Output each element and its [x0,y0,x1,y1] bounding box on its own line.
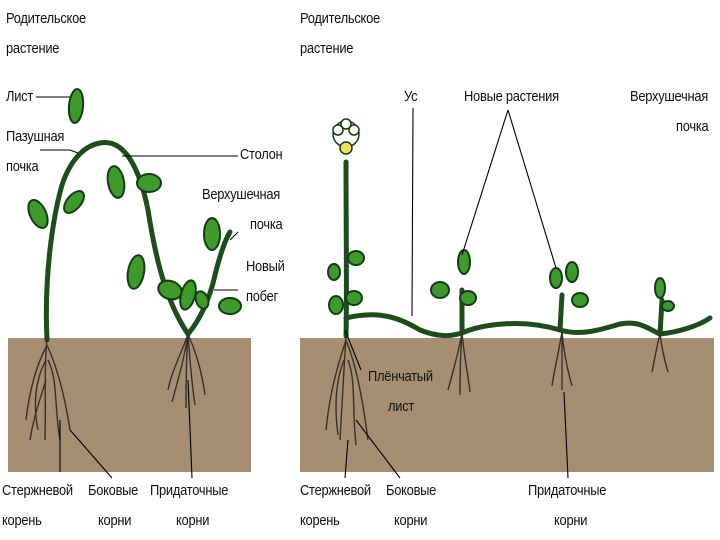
leaf [204,218,220,250]
leaf [655,278,665,298]
left-parent-plant-label-line1: Родительское [6,10,86,28]
leaf [346,291,362,305]
left-lateral-roots-label-line2: корни [98,512,131,530]
leaf [60,188,87,217]
axillary-bud-label-line1: Пазушная [6,128,64,146]
left-tap-root-label-line1: Стержневой [2,482,73,500]
left-lateral-roots-label-line1: Боковые [88,482,138,500]
right-apical-bud-label-line1: Верхушечная [630,88,708,106]
leaf [219,298,241,314]
scale-leaf-label-line1: Плёнчатый [368,368,433,386]
leaf [458,250,470,274]
right-flower [333,119,359,154]
new-shoot-label-line1: Новый [246,258,285,276]
runner-label: Ус [404,88,417,106]
right-apical-bud-label-line2: почка [676,118,708,136]
leaf [572,293,588,307]
leaf [662,301,674,311]
right-adventitious-roots-label-line2: корни [554,512,587,530]
right-stems [346,162,710,336]
left-adventitious-roots-label-line1: Придаточные [150,482,228,500]
left-parent-plant-label-line2: растение [6,40,59,58]
new-shoot-label-line2: побег [246,288,278,306]
right-runner [346,315,710,336]
leaf [550,268,562,288]
leaf [348,251,364,265]
leaf [125,254,147,290]
right-lateral-roots-label-line2: корни [394,512,427,530]
right-lateral-roots-label-line1: Боковые [386,482,436,500]
stolon-label: Столон [240,146,282,164]
leaf [329,296,343,314]
leaf [460,291,476,305]
left-adventitious-roots-label-line2: корни [176,512,209,530]
leaf [431,282,449,298]
right-parent-plant-label-line1: Родительское [300,10,380,28]
leaf [328,264,340,280]
right-tap-root-label-line2: корень [300,512,340,530]
leaf [566,262,578,282]
leaf [105,165,126,199]
leaf [68,88,85,123]
left-apical-bud-label-line1: Верхушечная [202,186,280,204]
leaf [24,197,51,231]
right-leaves [328,250,674,314]
soil-left [8,338,251,472]
left-tap-root-label-line2: корень [2,512,42,530]
leaf [137,174,161,192]
axillary-bud-label-line2: почка [6,158,38,176]
right-adventitious-roots-label-line1: Придаточные [528,482,606,500]
scale-leaf-label-line2: лист [388,398,414,416]
left-apical-bud-label-line2: почка [250,216,282,234]
left-parent-stem [46,143,100,340]
left-stems [46,142,230,340]
new-plants-label: Новые растения [464,88,559,106]
right-tap-root-label-line1: Стержневой [300,482,371,500]
right-parent-plant-label-line2: растение [300,40,353,58]
leaf-label: Лист [6,88,33,106]
